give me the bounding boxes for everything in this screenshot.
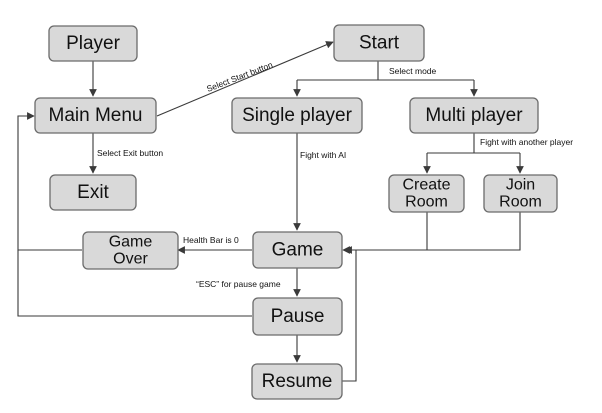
svg-text:Main Menu: Main Menu (49, 105, 143, 126)
node-exit: Exit (49, 174, 137, 211)
svg-text:Single player: Single player (242, 105, 353, 126)
node-game: Game (252, 231, 343, 269)
svg-text:Multi player: Multi player (425, 105, 523, 126)
node-game-over: Game Over (82, 231, 179, 270)
edge-label-fight-with-another-player: Fight with another player (480, 137, 573, 147)
edge-label-select-mode: Select mode (389, 66, 437, 76)
node-start: Start (333, 24, 425, 62)
edge-main-menu-to-start (156, 41, 334, 117)
svg-text:Game: Game (109, 234, 153, 251)
svg-text:Room: Room (405, 194, 448, 211)
node-multi-player: Multi player (409, 97, 539, 134)
svg-text:Room: Room (499, 194, 542, 211)
edge-resume-to-game (342, 246, 357, 382)
edge-label-select-exit-button: Select Exit button (97, 148, 163, 158)
svg-text:Game: Game (272, 240, 324, 261)
svg-text:Exit: Exit (77, 182, 109, 203)
edge-label-esc-for-pause-game: “ESC” for pause game (196, 279, 281, 289)
node-pause: Pause (252, 297, 343, 336)
node-create-room: Create Room (388, 174, 465, 213)
node-main-menu: Main Menu (34, 97, 157, 134)
node-join-room: Join Room (483, 174, 558, 213)
edge-pause-to-main-menu (17, 250, 252, 317)
node-single-player: Single player (231, 97, 363, 134)
svg-text:Over: Over (113, 251, 148, 268)
edge-create-room-to-game (342, 212, 428, 254)
svg-text:Create: Create (402, 177, 450, 194)
edge-game-over-to-main-menu (17, 112, 82, 251)
edge-label-health-bar-is-0: Health Bar is 0 (183, 235, 239, 245)
svg-text:Join: Join (506, 177, 535, 194)
svg-text:Start: Start (359, 33, 400, 54)
svg-text:Resume: Resume (262, 371, 333, 392)
node-player: Player (48, 25, 138, 62)
svg-text:Pause: Pause (271, 306, 325, 327)
edge-label-select-start-button: Select Start button (205, 59, 274, 93)
edge-join-room-to-game (343, 212, 521, 251)
svg-text:Player: Player (66, 33, 121, 54)
edge-label-fight-with-ai: Fight with AI (300, 150, 346, 160)
node-resume: Resume (251, 363, 343, 400)
